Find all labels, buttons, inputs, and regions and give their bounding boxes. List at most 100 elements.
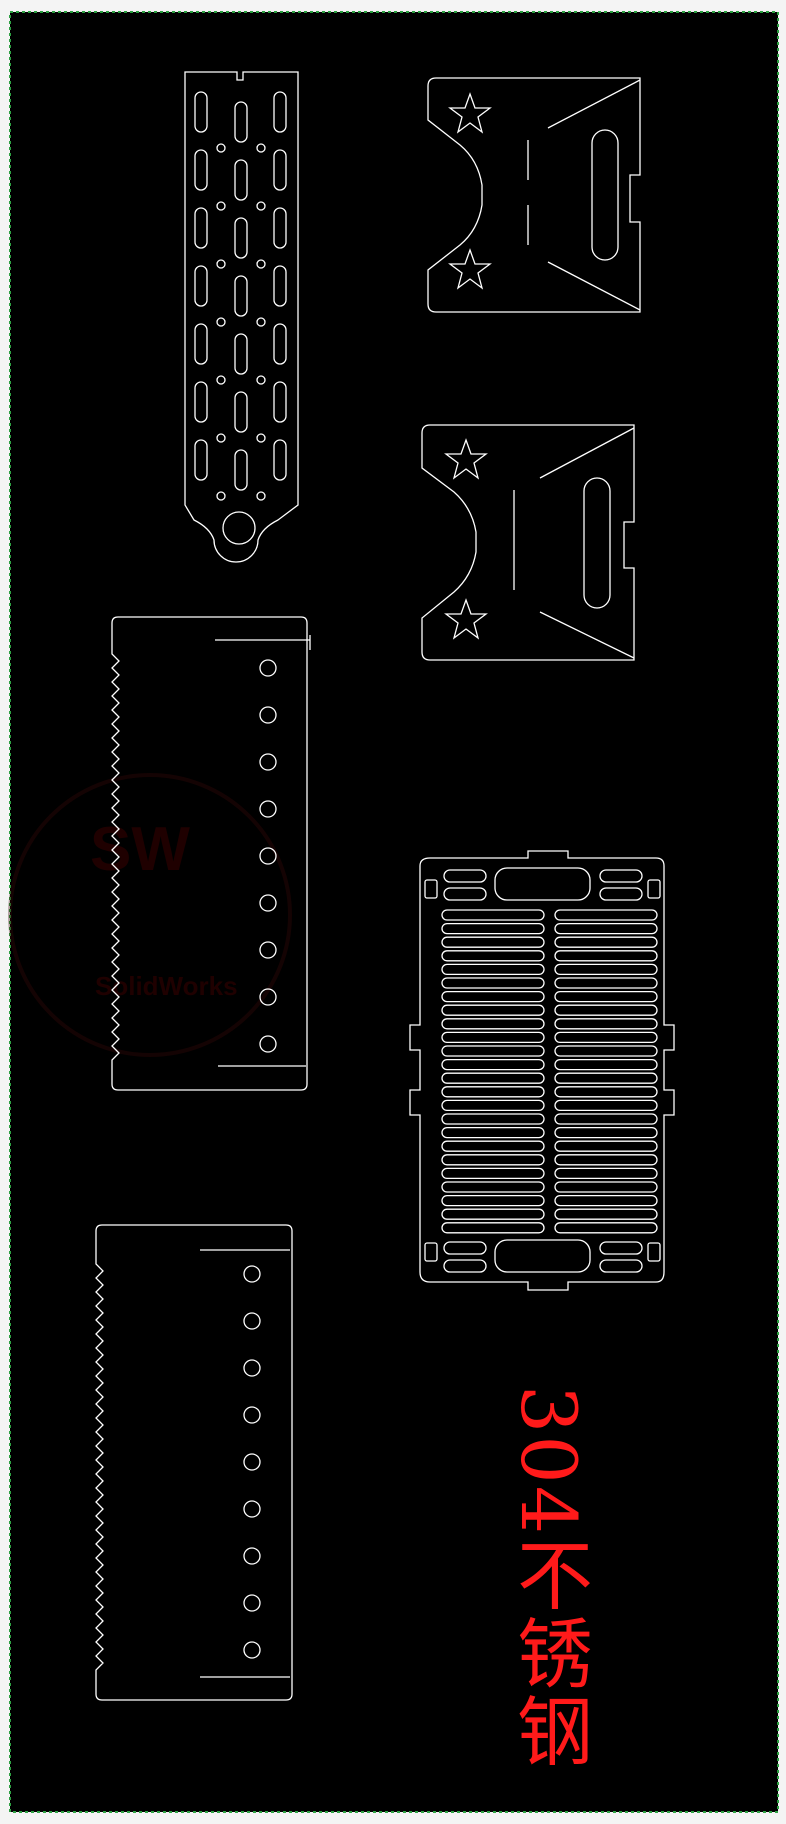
strip-slot	[273, 149, 287, 191]
plate-slot	[443, 1259, 487, 1273]
plate-slot	[599, 869, 643, 883]
plate-slot	[441, 1045, 545, 1057]
strip-slot	[273, 91, 287, 133]
plate-slot	[441, 1140, 545, 1152]
watermark-logo: SW SolidWorks	[8, 773, 292, 1057]
strip-slot	[194, 323, 208, 365]
plate-slot	[554, 1126, 658, 1139]
strip-hole	[256, 491, 266, 501]
panel-hole	[243, 1406, 261, 1424]
strip-slot	[194, 439, 208, 481]
strip-slot	[234, 333, 248, 375]
plate-slot	[554, 1086, 658, 1098]
panel-hole	[243, 1312, 261, 1330]
drawing-area	[10, 12, 778, 1812]
plate-slot	[554, 1154, 658, 1166]
strip-slot	[194, 91, 208, 133]
plate-slot	[441, 1004, 545, 1016]
plate-slot	[554, 1045, 658, 1057]
strip-hole	[216, 491, 226, 501]
panel-hole	[243, 1265, 261, 1283]
plate-slot	[441, 1167, 545, 1180]
part-hanging-grate-strip	[184, 71, 299, 563]
panel-hole	[259, 988, 277, 1006]
panel-hole	[259, 659, 277, 677]
plate-slot	[441, 963, 545, 976]
plate-slot	[554, 922, 658, 935]
plate-slot	[443, 887, 487, 901]
plate-slot	[554, 977, 658, 989]
plate-slot	[599, 887, 643, 901]
watermark-sw-text: SW	[90, 815, 190, 884]
strip-slot	[234, 159, 248, 201]
part-star-bracket-bottom	[421, 424, 635, 661]
plate-slot	[554, 1167, 658, 1180]
strip-hole	[216, 259, 226, 269]
plate-slot	[554, 1072, 658, 1084]
plate-slot	[554, 950, 658, 962]
plate-slot	[441, 1126, 545, 1139]
plate-slot	[441, 1154, 545, 1166]
plate-slot	[441, 1031, 545, 1044]
plate-slot	[554, 1222, 658, 1234]
plate-slot	[441, 977, 545, 989]
strip-hole	[256, 201, 266, 211]
plate-slot	[599, 1241, 643, 1255]
plate-slot	[441, 909, 545, 921]
plate-slot	[554, 1031, 658, 1044]
strip-slot	[273, 381, 287, 423]
strip-slot	[194, 381, 208, 423]
strip-slot	[273, 439, 287, 481]
drawing-frame	[9, 11, 779, 1813]
plate-slot	[441, 950, 545, 962]
strip-slot	[234, 449, 248, 491]
panel-hole	[259, 941, 277, 959]
plate-slot	[554, 1208, 658, 1220]
strip-hole	[256, 259, 266, 269]
plate-slot	[554, 1194, 658, 1207]
part-side-panel-lower	[95, 1224, 293, 1701]
panel-hole	[243, 1453, 261, 1471]
part-slotted-grill-plate	[409, 850, 675, 1291]
plate-slot	[441, 1113, 545, 1125]
strip-slot	[234, 101, 248, 143]
strip-slot	[234, 275, 248, 317]
material-label: 304不锈钢	[504, 1385, 593, 1771]
plate-slot	[441, 1072, 545, 1084]
plate-slot	[441, 990, 545, 1003]
strip-slot	[234, 217, 248, 259]
strip-hole	[256, 317, 266, 327]
plate-slot	[441, 1086, 545, 1098]
plate-slot	[443, 1241, 487, 1255]
plate-slot	[554, 936, 658, 948]
strip-hole	[256, 433, 266, 443]
panel-hole	[259, 800, 277, 818]
plate-slot	[441, 1181, 545, 1193]
strip-slot	[194, 149, 208, 191]
plate-slot	[441, 1058, 545, 1071]
plate-slot	[554, 990, 658, 1003]
plate-slot	[554, 1004, 658, 1016]
strip-slot	[194, 207, 208, 249]
strip-hole	[216, 143, 226, 153]
strip-hole	[256, 375, 266, 385]
plate-slot	[554, 909, 658, 921]
panel-hole	[259, 847, 277, 865]
plate-slot	[554, 1099, 658, 1112]
plate-slot	[441, 1222, 545, 1234]
strip-slot	[234, 391, 248, 433]
panel-hole	[243, 1547, 261, 1565]
strip-slot	[273, 207, 287, 249]
strip-slot	[194, 265, 208, 307]
strip-hole	[216, 375, 226, 385]
strip-hole	[216, 317, 226, 327]
panel-hole	[259, 753, 277, 771]
strip-hole	[216, 433, 226, 443]
plate-slot	[599, 1259, 643, 1273]
strip-hole	[256, 143, 266, 153]
plate-slot	[554, 1181, 658, 1193]
part-star-bracket-top	[427, 77, 641, 313]
plate-slot	[554, 1058, 658, 1071]
plate-slot	[441, 1208, 545, 1220]
plate-slot	[443, 869, 487, 883]
